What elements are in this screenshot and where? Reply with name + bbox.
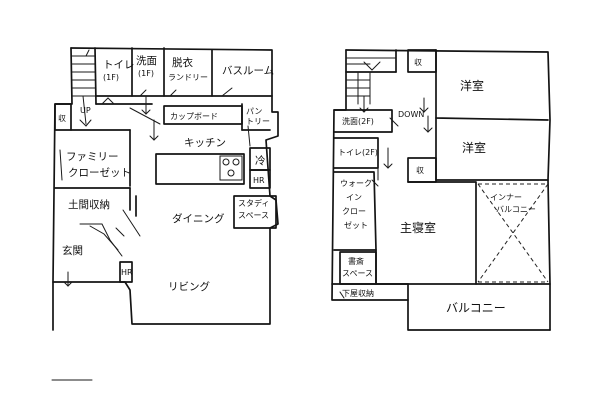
second-floor-plan [331, 49, 551, 331]
entrance-hr-box [119, 261, 133, 283]
label-storage-stair: 収 [414, 57, 422, 67]
label-family-closet-sub: クローゼット [68, 167, 131, 179]
label-fridge: 冷 [255, 154, 266, 167]
label-toilet-1f-floor: (1F) [103, 73, 119, 82]
label-master-bedroom: 主寝室 [400, 220, 436, 235]
label-washroom-2f: 洗面(2F) [342, 116, 374, 126]
label-study-space-sub: スペース [238, 211, 269, 220]
label-walk-in-4: ゼット [344, 220, 368, 230]
label-washroom-1f-floor: (1F) [138, 69, 154, 78]
first-floor-staircase [71, 47, 97, 127]
label-shoe-storage: 土間収納 [68, 198, 110, 211]
kitchen-counter [155, 153, 245, 185]
kitchen-hr-box [249, 169, 271, 189]
label-dining: ダイニング [172, 212, 225, 225]
label-living: リビング [168, 280, 210, 293]
label-inner-balcony: インナー [490, 193, 522, 202]
label-kitchen-hr: HR [253, 176, 265, 185]
label-western-room-2: 洋室 [462, 140, 486, 155]
label-storage-1f: 収 [58, 113, 66, 123]
label-under-floor-storage: 下屋収納 [342, 288, 374, 298]
label-walk-in-3: クロー [342, 207, 366, 216]
inner-balcony-area [477, 183, 549, 283]
label-kitchen: キッチン [184, 137, 226, 149]
label-study-corner: 書斎 [348, 256, 364, 266]
second-floor-staircase [345, 49, 397, 113]
label-walk-in-2: イン [346, 193, 362, 202]
label-entrance: 玄関 [62, 244, 83, 257]
second-floor-labels: 収 洋室 洗面(2F) DOWN 洋室 トイレ(2F) 収 ウォーク イン クロ… [338, 57, 536, 315]
label-bathroom: バスルーム [222, 65, 274, 77]
label-storage-mid: 収 [416, 165, 424, 175]
label-study-space: スタディ [238, 198, 269, 208]
label-down: DOWN [398, 110, 424, 119]
first-floor-labels: トイレ (1F) 洗面 (1F) 脱衣 ランドリー バスルーム 収 UP カップ… [58, 55, 274, 293]
label-inner-balcony-sub: バルコニー [496, 205, 536, 214]
label-toilet-2f: トイレ(2F) [338, 148, 378, 157]
label-study-corner-sub: スペース [342, 269, 373, 278]
stair-storage-box [407, 49, 437, 73]
label-toilet-1f: トイレ [103, 59, 135, 71]
label-balcony: バルコニー [446, 301, 506, 315]
label-walk-in-1: ウォーク [340, 179, 372, 188]
first-floor-outer-wall [52, 47, 279, 331]
label-cupboard: カップボード [170, 112, 218, 121]
label-pantry: パン [246, 107, 262, 116]
label-western-room-1: 洋室 [460, 78, 484, 93]
label-up: UP [80, 106, 91, 115]
study-space-box [233, 195, 277, 229]
label-family-closet: ファミリー [66, 151, 119, 163]
first-floor-plan [52, 47, 279, 331]
label-washroom-1f: 洗面 [136, 55, 157, 67]
label-pantry-sub: トリー [246, 117, 270, 126]
first-floor-storage-box [54, 103, 72, 131]
label-laundry: 脱衣 [172, 56, 193, 69]
second-floor-outer-wall [345, 49, 551, 331]
label-laundry-sub: ランドリー [168, 73, 208, 82]
label-entrance-hr: HR [121, 268, 133, 277]
stove-top [219, 155, 243, 181]
